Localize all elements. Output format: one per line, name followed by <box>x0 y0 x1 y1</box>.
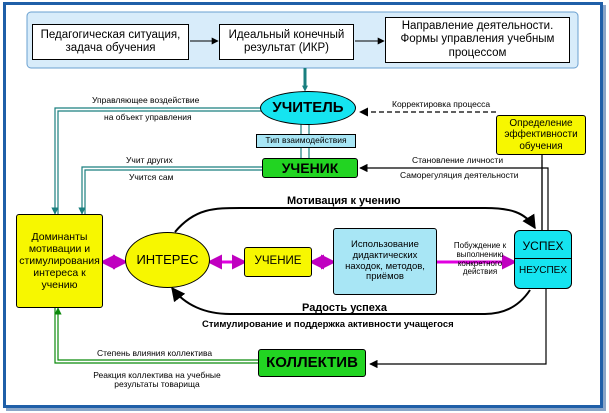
arrow-teacher-to-dominants-outer <box>51 107 265 215</box>
node-interest: ИНТЕРЕС <box>125 232 210 288</box>
node-learning: УЧЕНИЕ <box>244 247 312 277</box>
arrow-student-to-dominants-outer <box>78 166 262 215</box>
label-success: УСПЕХ <box>515 236 571 260</box>
label-influence: Степень влияния коллектива <box>97 348 213 358</box>
arc-motivation <box>174 207 536 233</box>
label-teaches-others: Учит других <box>126 155 173 165</box>
box-dominants: Доминанты мотивации и стимулирования инт… <box>16 214 103 308</box>
node-student: УЧЕНИК <box>262 158 358 178</box>
diagram-frame <box>3 2 603 408</box>
label-motivation: Мотивация к учению <box>287 195 401 207</box>
arrow-success-to-collective <box>369 289 547 369</box>
node-teacher: УЧИТЕЛЬ <box>260 91 356 125</box>
arc-joy-of-success <box>171 286 531 315</box>
label-reaction: Реакция коллектива на учебные результаты… <box>93 370 221 390</box>
label-control-action: Управляющее воздействие <box>92 95 200 105</box>
label-stimulation: Стимулирование и поддержка активности уч… <box>202 319 454 330</box>
label-failure: НЕУСПЕХ <box>519 265 567 277</box>
label-prompt: Побуждение к выполнению конкретного дейс… <box>453 241 507 277</box>
box-interaction-type: Тип взаимодействия <box>256 134 356 148</box>
arrow-student-to-dominants-inner <box>84 169 262 214</box>
label-personality: Становление личности <box>412 155 504 165</box>
label-control-object: на объект управления <box>104 112 192 122</box>
label-self-learning: Учится сам <box>129 172 174 182</box>
box-success-outcome: УСПЕХ НЕУСПЕХ <box>514 230 572 289</box>
node-collective: КОЛЛЕКТИВ <box>258 349 366 377</box>
arrow-collective-to-dominants-inner <box>54 308 258 364</box>
label-self-regulation: Саморегуляция деятельности <box>400 170 519 180</box>
box-efficiency: Определение эффективности обучения <box>496 115 586 155</box>
label-joy: Радость успеха <box>302 302 388 314</box>
arrow-teacher-to-dominants-inner <box>57 110 265 214</box>
box-methods: Использование дидактических находок, мет… <box>333 228 437 295</box>
label-correction: Корректировка процесса <box>392 99 491 109</box>
box-situation: Педагогическая ситуация, задача обучения <box>32 24 189 60</box>
box-direction: Направление деятельности. Формы управлен… <box>385 17 570 63</box>
arrow-collective-to-dominants-outer <box>54 307 258 361</box>
arrow-success-to-student <box>359 163 549 230</box>
box-ideal-result: Идеальный конечный результат (ИКР) <box>219 24 354 60</box>
